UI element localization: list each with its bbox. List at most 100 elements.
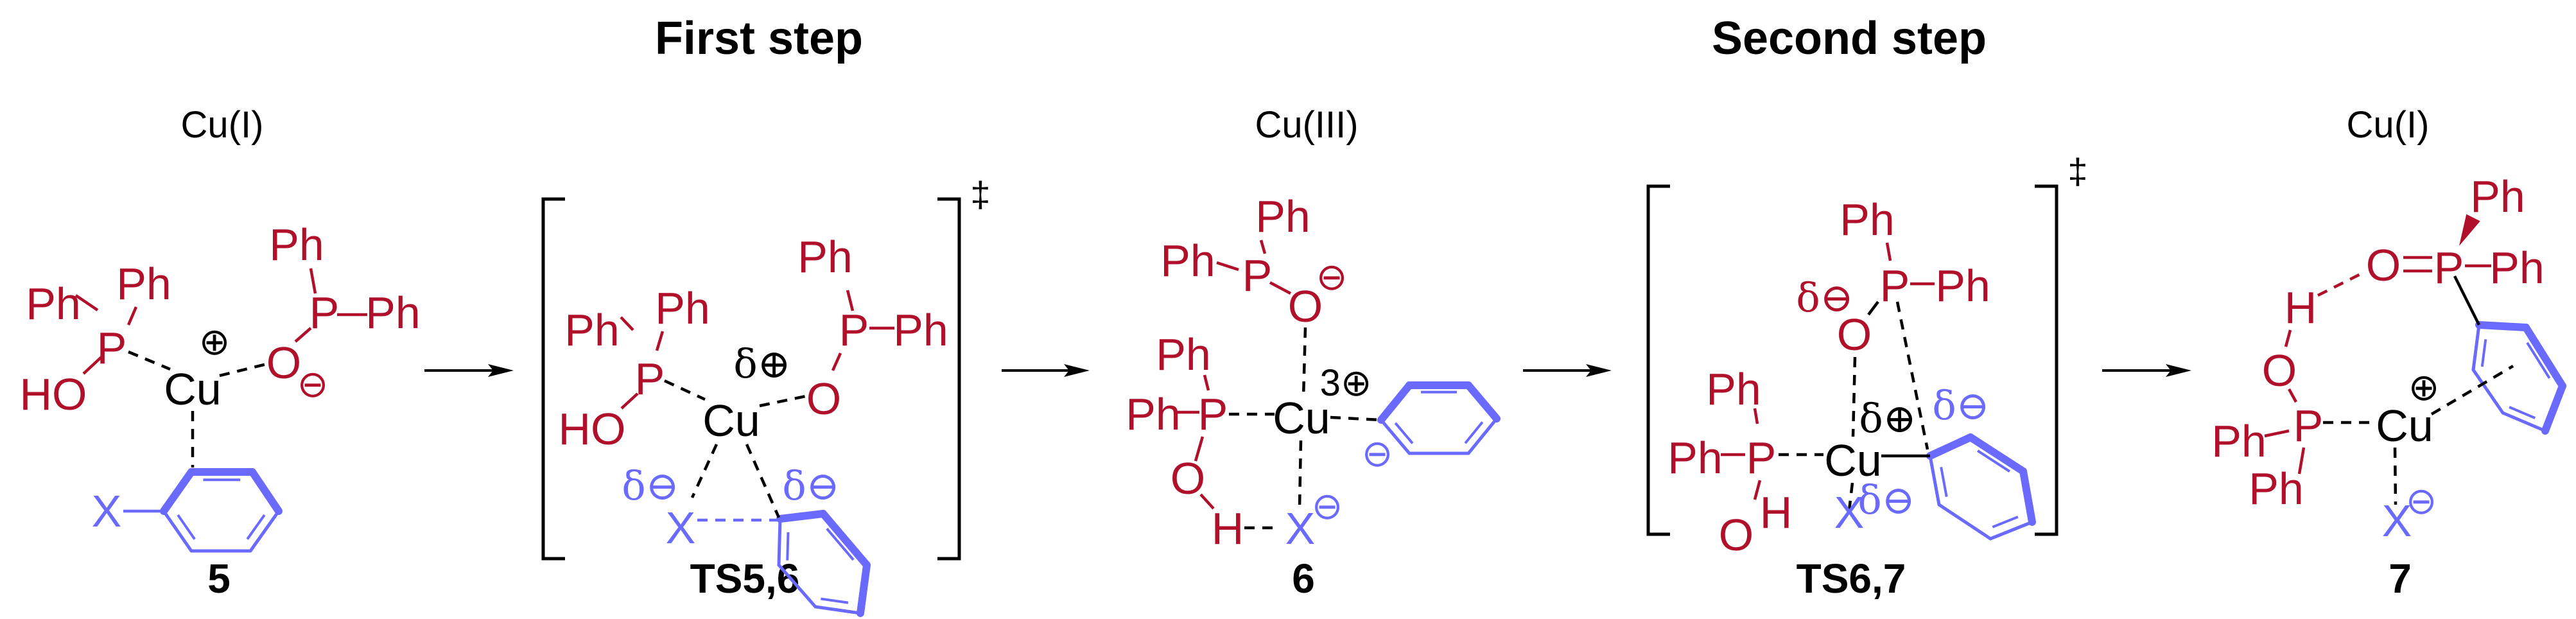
bond [2453, 275, 2481, 326]
compound-label-6: 6 [1292, 555, 1315, 602]
ring-bond [1377, 381, 1413, 424]
partial-charge-label: δ⊕ [733, 340, 790, 387]
double-dagger-icon: ‡ [2067, 151, 2087, 191]
atom-label-p: P [1198, 389, 1228, 439]
ring-inner-double-bond [826, 527, 855, 561]
bond [294, 327, 312, 343]
atom-label-o: O [2262, 345, 2297, 396]
ring-bond [814, 605, 862, 615]
bond [2288, 388, 2297, 403]
compound-label-ts56: TS5,6 [690, 555, 800, 602]
arrow-head-icon [1586, 364, 1612, 377]
ring-bond [248, 509, 281, 553]
left-bracket [541, 197, 565, 561]
bond [1194, 436, 1205, 462]
atom-label-p: P [309, 288, 340, 338]
ring-bond [777, 517, 782, 567]
bond [2284, 329, 2292, 347]
bond [620, 316, 634, 331]
oxidation-state-labels: Cu(I) Cu(III) Cu(I) [181, 104, 2430, 146]
right-bracket [2035, 184, 2058, 536]
bond [1867, 301, 1879, 316]
atom-label-x: X [1834, 487, 1865, 537]
bond [1199, 493, 1215, 510]
bond [2297, 447, 2306, 475]
atom-label-ph: Ph [1935, 261, 1990, 311]
bracket-ts67: ‡ [1646, 151, 2088, 536]
ring-bond [1937, 503, 1992, 541]
oxidation-state-7: Cu(I) [2347, 104, 2430, 146]
oxidation-state-6: Cu(III) [1255, 104, 1358, 146]
arrow-head-icon [488, 364, 514, 377]
oxidation-state-5: Cu(I) [181, 104, 264, 146]
atom-label-x: X [666, 503, 696, 553]
charge-icon: ⊕ [2408, 367, 2440, 408]
partial-charge-label: δ⊖ [1858, 476, 1915, 523]
compound-labels: 5 TS5,6 6 TS6,7 7 [207, 555, 2412, 602]
dashed-bond [1851, 356, 1857, 437]
atom-label-cu: Cu [1273, 393, 1330, 443]
right-bracket [937, 197, 961, 561]
atom-label-ho: HO [20, 369, 87, 419]
ring-inner-double-bond [2526, 342, 2551, 379]
ring-bond [162, 509, 193, 553]
atom-label-h: H [1212, 503, 1244, 554]
ring-inner-double-bond [177, 514, 196, 540]
reaction-arrows [424, 364, 2191, 377]
bond [655, 331, 665, 351]
partial-charge-label: δ⊖ [782, 462, 839, 509]
bracket-ts56: ‡ [541, 174, 991, 561]
atom-label-ph: Ph [1706, 364, 1761, 414]
atom-label-ph: Ph [655, 283, 710, 333]
bond [1269, 281, 1292, 295]
ring-inner-double-bond [786, 532, 790, 561]
ring-bond [1466, 417, 1499, 455]
bond [1885, 242, 1892, 261]
atom-label-cu: Cu [702, 396, 760, 446]
ring-inner-double-bond [2509, 406, 2536, 419]
bond [82, 356, 103, 375]
reaction-arrow [424, 364, 514, 377]
atom-label-ph: Ph [2489, 243, 2545, 293]
atom-label-ph: Ph [2211, 416, 2267, 466]
step-headings: First step Second step [655, 13, 1987, 64]
ring-inner-double-bond [1394, 422, 1414, 444]
atom-label-ph: Ph [116, 259, 171, 309]
left-bracket [1646, 184, 1670, 536]
ring-inner-double-bond [821, 597, 849, 604]
ring-bond [819, 510, 871, 569]
atom-label-cu: Cu [1824, 435, 1881, 485]
partial-charge-label: δ⊖ [1796, 274, 1853, 321]
ring-bond [2541, 382, 2566, 435]
ring-bond [777, 563, 817, 609]
bond [1753, 408, 1759, 424]
ring-inner-double-bond [1940, 467, 1948, 497]
charge-icon: 3⊕ [1320, 362, 1372, 404]
atom-label-ph: Ph [893, 305, 948, 355]
dashed-bond [1847, 482, 1854, 511]
ring-bond [1379, 418, 1411, 455]
bond [126, 306, 138, 326]
ring-inner-double-bond [1464, 421, 1484, 444]
atom-label-ph: Ph [1160, 236, 1215, 286]
atom-label-p: P [839, 305, 869, 355]
ring-inner-double-bond [1992, 516, 2019, 528]
aryl-ring [1926, 433, 2036, 541]
atom-label-ph: Ph [1156, 329, 1211, 379]
reaction-arrow [1002, 364, 1090, 377]
charge-icon: ⊕ [199, 321, 231, 363]
ring-bond [857, 561, 871, 617]
ring-bond [1928, 454, 1941, 507]
atom-label-p: P [1880, 261, 1910, 311]
bond [309, 268, 317, 294]
atom-label-ph: Ph [365, 288, 421, 338]
atom-label-x: X [2382, 496, 2412, 546]
bond [846, 290, 855, 311]
compound-label-7: 7 [2389, 555, 2412, 602]
ring-bond [2522, 324, 2566, 390]
atom-label-p: P [97, 323, 127, 373]
atom-label-ph: Ph [797, 232, 853, 282]
